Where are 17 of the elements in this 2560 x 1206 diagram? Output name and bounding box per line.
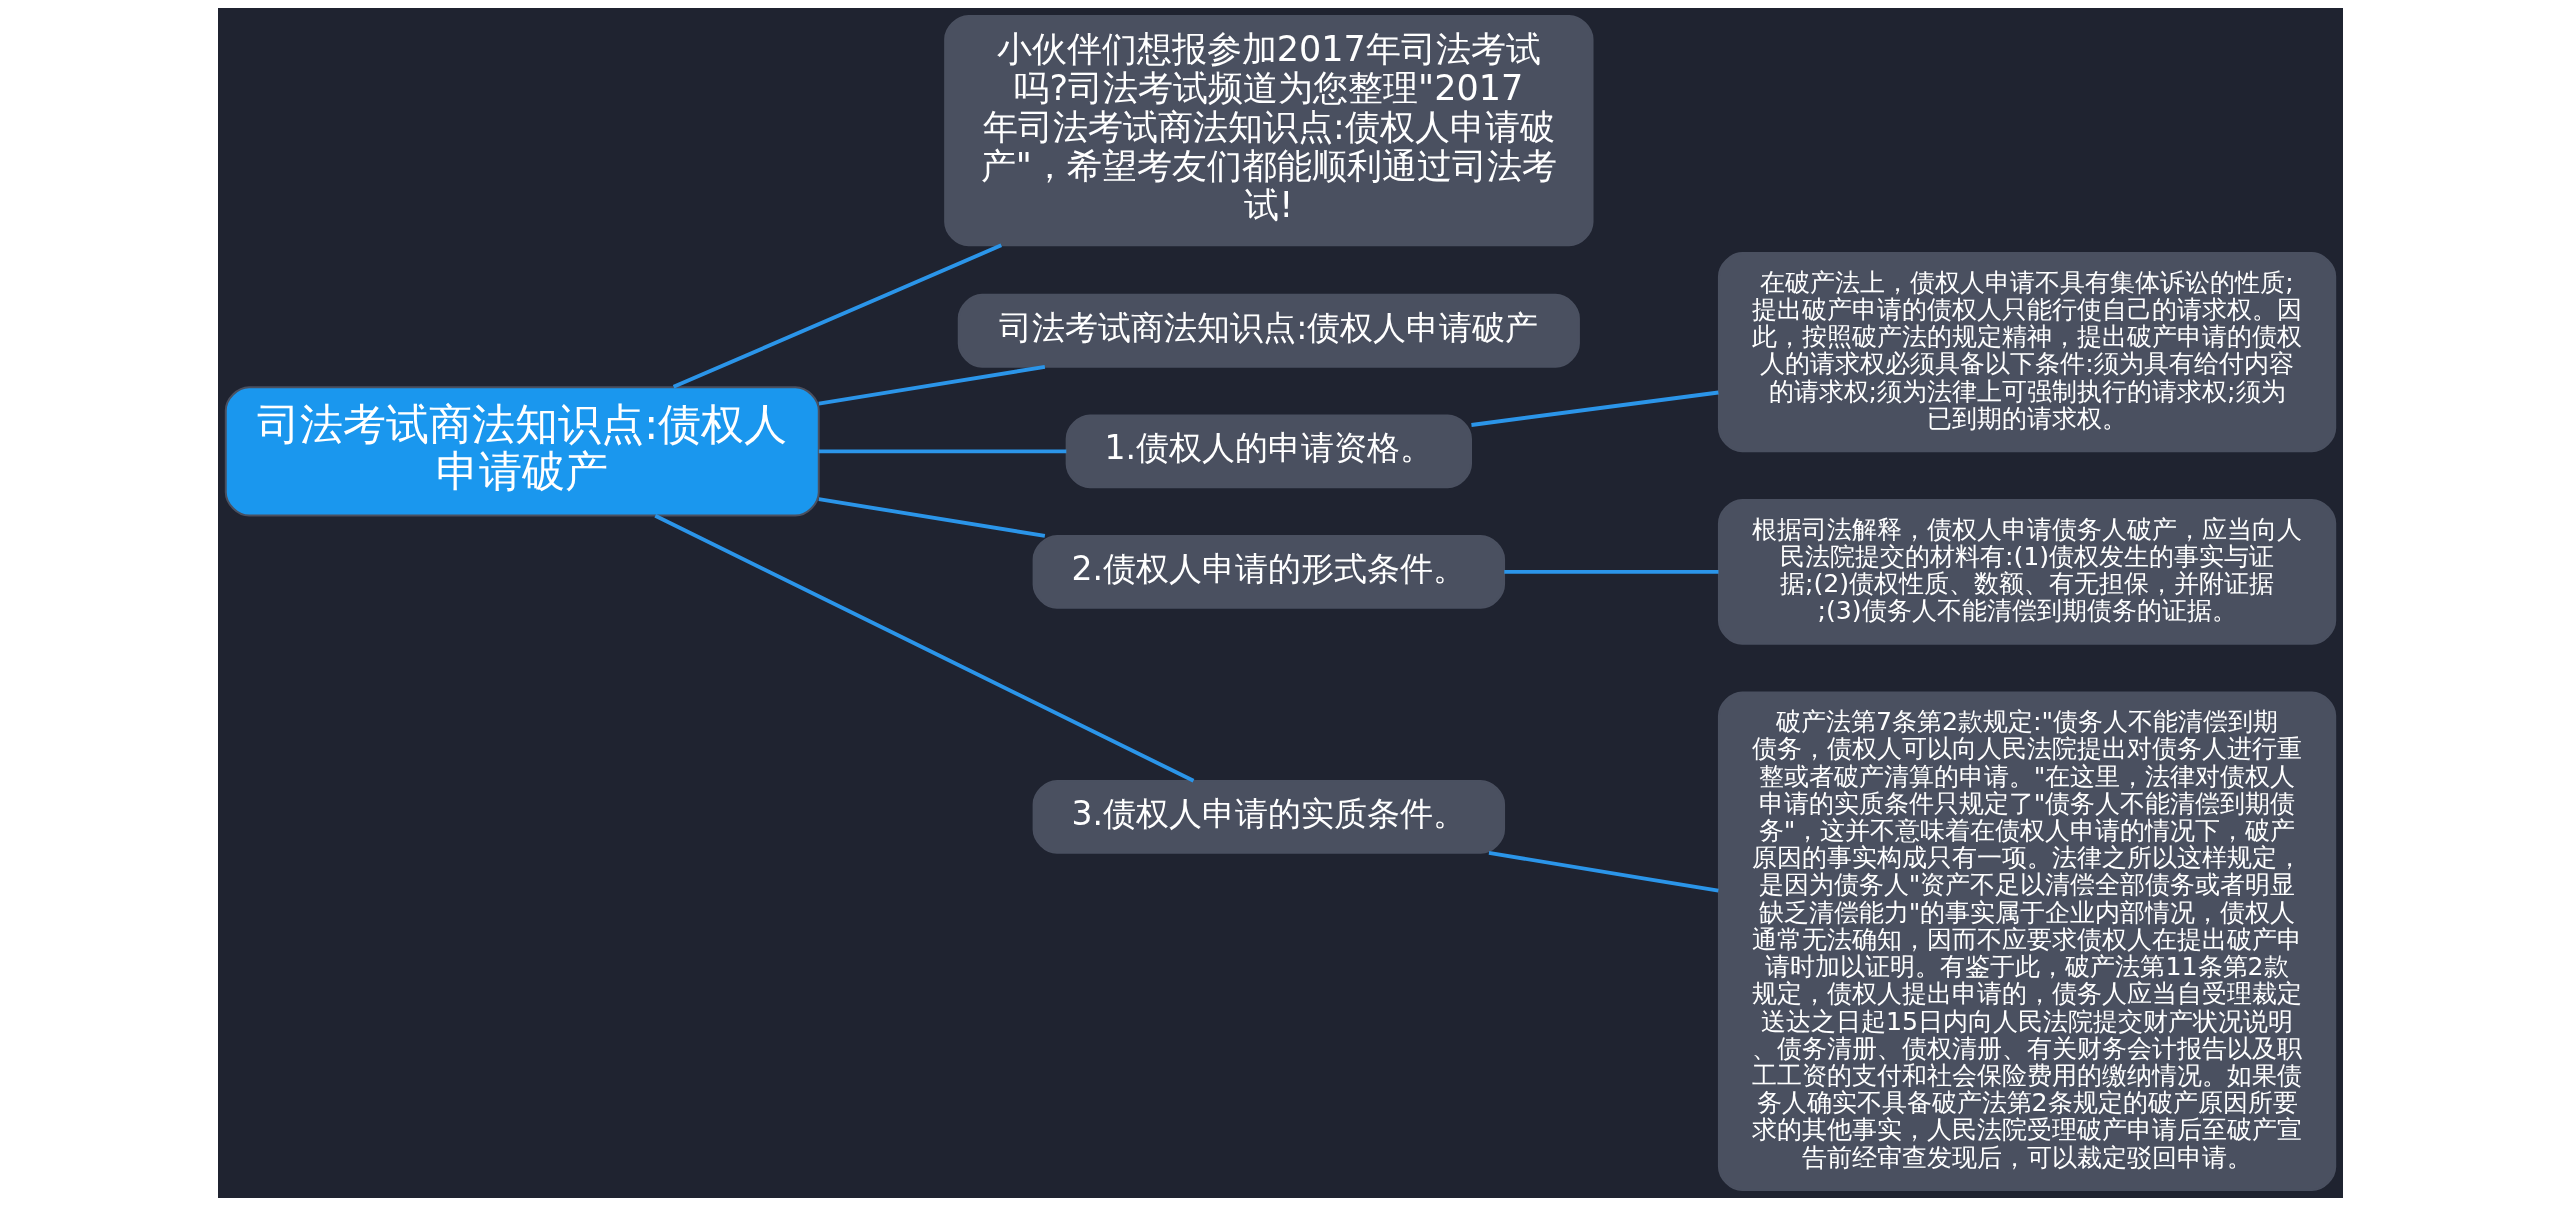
connector (818, 449, 1066, 454)
node-box: 1.债权人的申请资格。 (1065, 414, 1472, 489)
connector (1503, 569, 1718, 574)
node-box: 破产法第7条第2款规定:"债务人不能清偿到期债务，债权人可以向人民法院提出对债务人进行重整或者破产清算的申请。"在这里，法律对债权人申请的实质条件只规定了"债务人不能清偿到期债务"，这并不意味着在债权人申请的情况下，破产原因的事实构成只有一项。法律之所以这样规定，是因为债务人"资产不足以清偿全部债务或者明显缺乏清偿能力"的事实属于企业内部情况，债权人通常无法确知，因而不应要求债权人在提出破产申请时加以证明。有鉴于此，破产法第11条第2款规定，债权人提出申请的，债务人应当自受理裁定送达之日起15日内向人民法院提交财产状况说明、债务清册、债权清册、有关财务会计报告以及职工工资的支付和社会保险费用的缴纳情况。如果债务人确实不具备破产法第2条规定的破产原因所要求的其他事实，人民法院受理破产申请后至破产宣告前经审查发现后，可以裁定驳回申请。 (1717, 691, 2336, 1192)
node-box: 3.债权人申请的实质条件。 (1032, 779, 1505, 854)
node-box: 小伙伴们想报参加2017年司法考试吗?司法考试频道为您整理"2017年司法考试商法知识点:债权人申请破产"，希望考友们都能顺利通过司法考试! (943, 14, 1593, 247)
connector (1488, 850, 1719, 893)
connector (672, 243, 1002, 389)
node-box: 根据司法解释，债权人申请债务人破产，应当向人民法院提交的材料有:(1)债权发生的事实与证据;(2)债权性质、数额、有无担保，并附证据;(3)债务人不能清偿到期债务的证据。 (1717, 499, 2336, 645)
connector (818, 364, 1045, 406)
node-box: 在破产法上，债权人申请不具有集体诉讼的性质;提出破产申请的债权人只能行使自己的请求权。因此，按照破产法的规定精神，提出破产申请的债权人的请求权必须具备以下条件:须为具有给付内容的请求权;须为法律上可强制执行的请求权;须为已到期的请求权。 (1717, 252, 2336, 453)
connector (1470, 390, 1719, 427)
node-box: 司法考试商法知识点:债权人申请破产 (957, 293, 1580, 368)
connector (653, 514, 1194, 783)
connector (818, 497, 1045, 538)
node-box: 司法考试商法知识点:债权人申请破产 (224, 386, 820, 517)
node-box: 2.债权人申请的形式条件。 (1032, 534, 1505, 609)
